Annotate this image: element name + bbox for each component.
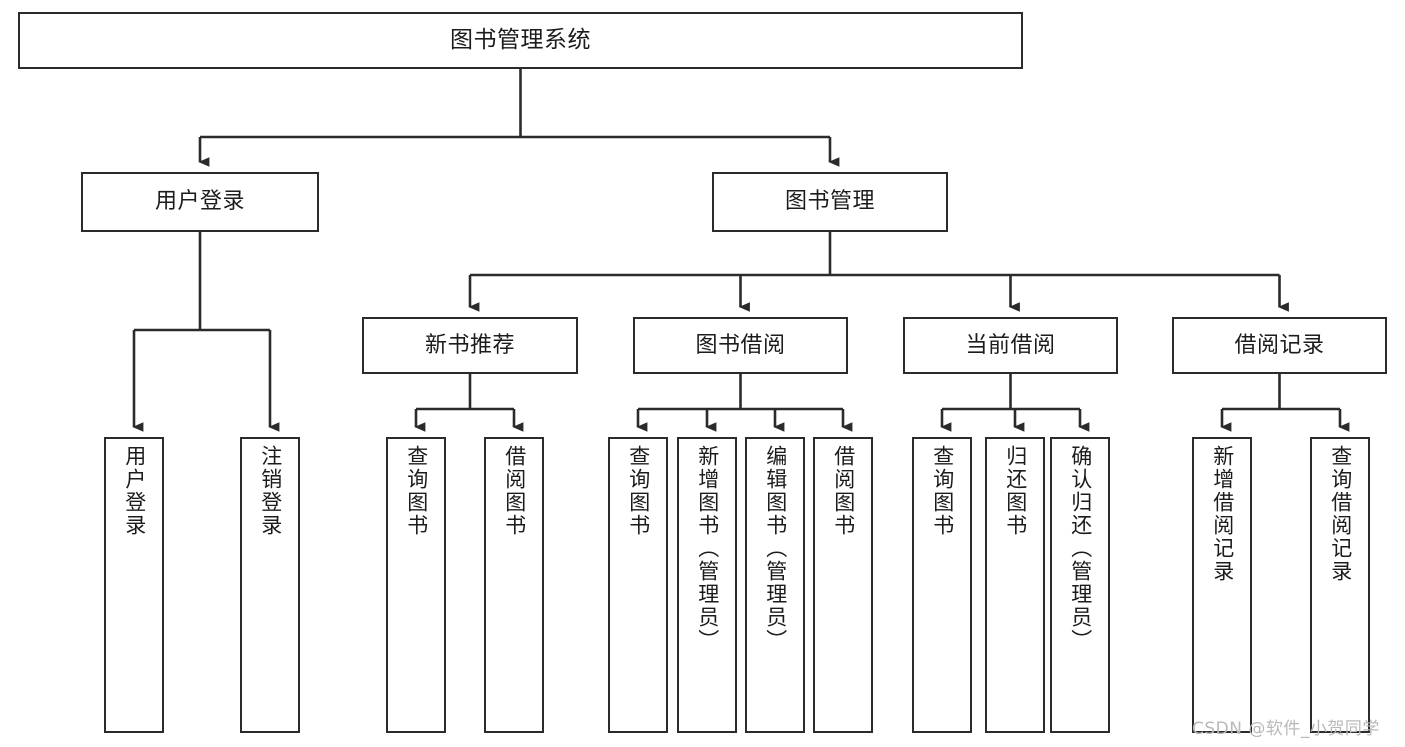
node-leaf-borrow-book-2-label: 借阅图书 <box>831 445 856 537</box>
node-leaf-add-book-label: 新增图书（管理员） <box>695 445 720 652</box>
node-leaf-query-book-2-label: 查询图书 <box>626 445 651 537</box>
node-leaf-user-login-label: 用户登录 <box>122 445 147 537</box>
node-leaf-query-book-3[interactable]: 查询图书 <box>912 437 972 733</box>
watermark: CSDN @软件_小贺同学 <box>1192 719 1380 739</box>
node-leaf-edit-book-label: 编辑图书（管理员） <box>763 445 788 652</box>
node-leaf-add-record-label: 新增借阅记录 <box>1210 445 1235 583</box>
node-user-login-label: 用户登录 <box>154 189 245 215</box>
node-user-login[interactable]: 用户登录 <box>81 172 319 232</box>
node-leaf-query-record-label: 查询借阅记录 <box>1328 445 1353 583</box>
node-leaf-edit-book[interactable]: 编辑图书（管理员） <box>745 437 805 733</box>
node-root[interactable]: 图书管理系统 <box>18 12 1023 69</box>
node-new-book-rec[interactable]: 新书推荐 <box>362 317 578 374</box>
node-leaf-query-book-3-label: 查询图书 <box>930 445 955 537</box>
node-root-label: 图书管理系统 <box>450 27 591 54</box>
node-leaf-add-book[interactable]: 新增图书（管理员） <box>677 437 737 733</box>
node-borrow-record-label: 借阅记录 <box>1234 332 1325 358</box>
node-borrow-record[interactable]: 借阅记录 <box>1172 317 1387 374</box>
node-book-borrow[interactable]: 图书借阅 <box>633 317 848 374</box>
node-leaf-user-login[interactable]: 用户登录 <box>104 437 164 733</box>
node-leaf-logout[interactable]: 注销登录 <box>240 437 300 733</box>
node-current-borrow-label: 当前借阅 <box>965 332 1056 358</box>
node-leaf-return-book-label: 归还图书 <box>1003 445 1028 537</box>
node-leaf-confirm-return[interactable]: 确认归还（管理员） <box>1050 437 1110 733</box>
node-leaf-query-book-2[interactable]: 查询图书 <box>608 437 668 733</box>
node-leaf-logout-label: 注销登录 <box>258 445 283 537</box>
node-leaf-add-record[interactable]: 新增借阅记录 <box>1192 437 1252 733</box>
node-leaf-query-record[interactable]: 查询借阅记录 <box>1310 437 1370 733</box>
node-leaf-query-book-1[interactable]: 查询图书 <box>386 437 446 733</box>
node-leaf-confirm-return-label: 确认归还（管理员） <box>1068 445 1093 652</box>
node-leaf-return-book[interactable]: 归还图书 <box>985 437 1045 733</box>
node-current-borrow[interactable]: 当前借阅 <box>903 317 1118 374</box>
node-leaf-borrow-book-1-label: 借阅图书 <box>502 445 527 537</box>
node-leaf-borrow-book-2[interactable]: 借阅图书 <box>813 437 873 733</box>
node-leaf-query-book-1-label: 查询图书 <box>404 445 429 537</box>
node-book-borrow-label: 图书借阅 <box>695 332 786 358</box>
node-new-book-rec-label: 新书推荐 <box>424 332 515 358</box>
node-book-manage[interactable]: 图书管理 <box>712 172 948 232</box>
node-book-manage-label: 图书管理 <box>784 189 875 215</box>
node-leaf-borrow-book-1[interactable]: 借阅图书 <box>484 437 544 733</box>
